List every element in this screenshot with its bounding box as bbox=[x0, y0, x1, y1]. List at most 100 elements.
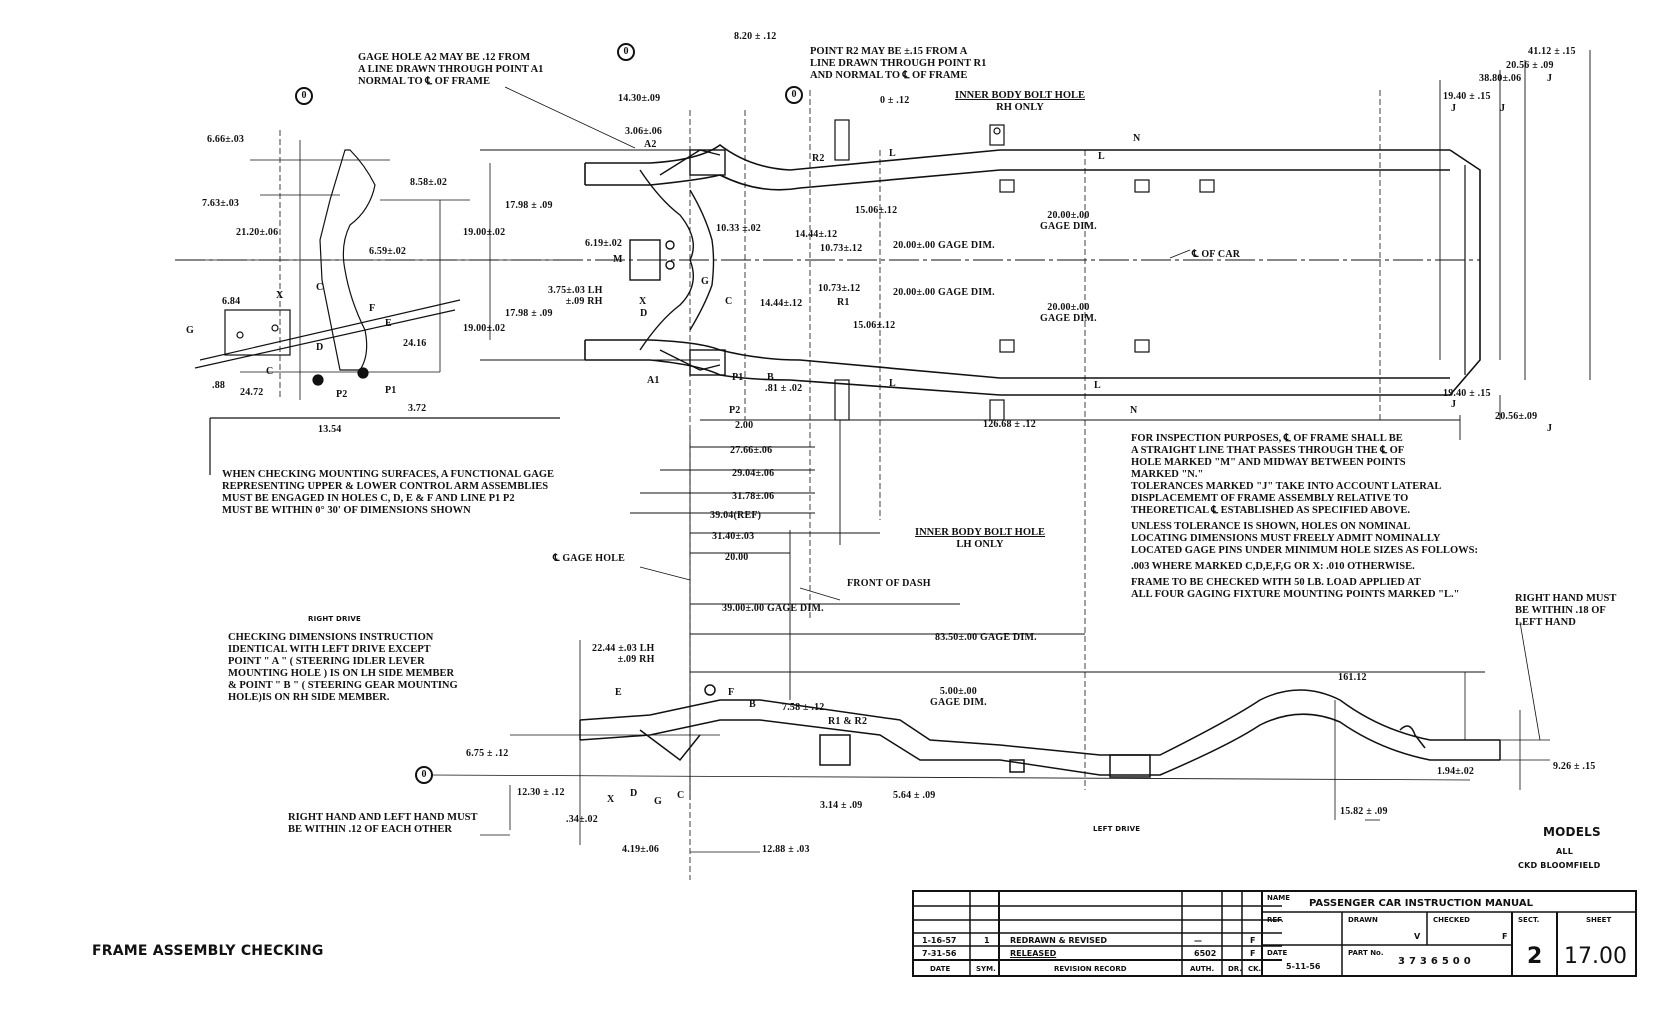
tb-header-ck: CK. bbox=[1248, 965, 1262, 973]
tb-header-record: REVISION RECORD bbox=[1054, 965, 1127, 973]
dim-15-82: 15.82 ± .09 bbox=[1340, 806, 1388, 817]
front-of-dash-label: FRONT OF DASH bbox=[847, 578, 931, 589]
dim-27-66: 27.66±.06 bbox=[730, 445, 773, 456]
tb-name-label: NAME bbox=[1267, 894, 1291, 902]
point-p1-top: P1 bbox=[732, 372, 744, 383]
point-b-top: B bbox=[767, 372, 774, 383]
note-line: IDENTICAL WITH LEFT DRIVE EXCEPT bbox=[228, 644, 431, 655]
tb-drawn-value: V bbox=[1414, 932, 1421, 941]
point-d-top: D bbox=[640, 308, 648, 319]
note-line: AND NORMAL TO ℄ OF FRAME bbox=[810, 70, 968, 81]
dim-0-34: .34±.02 bbox=[566, 814, 598, 825]
point-x-top: X bbox=[639, 296, 647, 307]
point-e-side: E bbox=[615, 687, 622, 698]
car-centerline-label: ℄ OF CAR bbox=[1192, 249, 1241, 260]
point-g-side: G bbox=[654, 796, 662, 807]
dim-line: 3.75±.03 LH bbox=[548, 285, 603, 296]
point-c-side: C bbox=[677, 790, 685, 801]
point-f-side: F bbox=[728, 687, 735, 698]
tol-j-1: J bbox=[1500, 103, 1506, 114]
dim-39-04-ref: 39.04(REF) bbox=[710, 510, 762, 521]
dim-5-64: 5.64 ± .09 bbox=[893, 790, 936, 801]
dim-24-16: 24.16 bbox=[403, 338, 427, 349]
tol-j-4: J bbox=[1451, 399, 1457, 410]
note-line: NORMAL TO ℄ OF FRAME bbox=[358, 76, 490, 87]
tb-date-value: 5-11-56 bbox=[1286, 962, 1321, 971]
note-line: POINT R2 MAY BE ±.15 FROM A bbox=[810, 46, 968, 57]
note-right-drive: CHECKING DIMENSIONS INSTRUCTION IDENTICA… bbox=[228, 632, 458, 704]
dim-19-00-lower: 19.00±.02 bbox=[463, 323, 506, 334]
note-line: POINT " A " ( STEERING IDLER LEVER bbox=[228, 656, 425, 667]
tb-header-date: DATE bbox=[930, 965, 951, 973]
note-line: CHECKING DIMENSIONS INSTRUCTION bbox=[228, 632, 434, 643]
dim-line: ±.09 RH bbox=[565, 296, 603, 307]
tol-j-5: J bbox=[1547, 423, 1553, 434]
dim-24-72: 24.72 bbox=[240, 387, 264, 398]
dim-14-44-upper: 14.44±.12 bbox=[795, 229, 838, 240]
dim-10-73-upper: 10.73±.12 bbox=[820, 243, 863, 254]
note-line: LINE DRAWN THROUGH POINT R1 bbox=[810, 58, 987, 69]
dim-20-00-lower: 20.00±.00 GAGE DIM. bbox=[893, 287, 995, 298]
dim-3-72: 3.72 bbox=[408, 403, 427, 414]
dim-line: 22.44 ±.03 LH bbox=[592, 643, 655, 654]
point-g-top: G bbox=[701, 276, 709, 287]
dim-20-56-top: 20.56 ± .09 bbox=[1506, 60, 1554, 71]
note-rh-lh-12: RIGHT HAND AND LEFT HAND MUST BE WITHIN … bbox=[288, 812, 478, 836]
note-line: A LINE DRAWN THROUGH POINT A1 bbox=[358, 64, 544, 75]
dim-12-88: 12.88 ± .03 bbox=[762, 844, 810, 855]
tol-j-2: J bbox=[1547, 73, 1553, 84]
dim-6-75: 6.75 ± .12 bbox=[466, 748, 509, 759]
gage-hole-label: ℄ GAGE HOLE bbox=[553, 553, 625, 564]
point-d-side: D bbox=[630, 788, 638, 799]
dim-9-26: 9.26 ± .15 bbox=[1553, 761, 1596, 772]
point-c-top: C bbox=[725, 296, 733, 307]
dim-19-40-top: 19.40 ± .15 bbox=[1443, 91, 1491, 102]
point-f-detail: F bbox=[369, 303, 376, 314]
dim-1-94: 1.94±.02 bbox=[1437, 766, 1475, 777]
dim-83-50: 83.50±.00 GAGE DIM. bbox=[935, 632, 1037, 643]
tb-ref-label: REF. bbox=[1267, 916, 1284, 924]
note-line: WHEN CHECKING MOUNTING SURFACES, A FUNCT… bbox=[222, 469, 555, 480]
note-line: LH ONLY bbox=[956, 539, 1004, 550]
dim-8-58: 8.58±.02 bbox=[410, 177, 448, 188]
models-value: ALL bbox=[1556, 847, 1573, 856]
tb-sect-value: 2 bbox=[1527, 944, 1543, 969]
note-line: MOUNTING HOLE ) IS ON LH SIDE MEMBER bbox=[228, 668, 455, 679]
dim-17-98-lower: 17.98 ± .09 bbox=[505, 308, 553, 319]
dim-3-14: 3.14 ± .09 bbox=[820, 800, 863, 811]
tb-rev1-sym: 1 bbox=[984, 936, 990, 945]
tb-rev2-ck: F bbox=[1250, 949, 1256, 958]
point-m: M bbox=[613, 254, 623, 265]
upper-side-rail bbox=[584, 143, 1450, 191]
dim-22-44: 22.44 ±.03 LH ±.09 RH bbox=[592, 643, 655, 665]
dim-13-54: 13.54 bbox=[318, 424, 342, 435]
note-line: MUST BE WITHIN 0° 30' OF DIMENSIONS SHOW… bbox=[222, 505, 471, 516]
body-brackets bbox=[834, 119, 1215, 421]
dim-line: GAGE DIM. bbox=[930, 697, 987, 708]
note-rh-lh-18: RIGHT HAND MUST BE WITHIN .18 OF LEFT HA… bbox=[1515, 593, 1616, 629]
tb-sheet-label: SHEET bbox=[1586, 916, 1612, 924]
point-r1: R1 bbox=[837, 297, 850, 308]
note-inner-bolt-lh: INNER BODY BOLT HOLE LH ONLY bbox=[915, 527, 1045, 551]
note-point-r2: POINT R2 MAY BE ±.15 FROM A LINE DRAWN T… bbox=[810, 46, 986, 82]
tb-part-label: PART No. bbox=[1348, 949, 1384, 957]
tb-rev1-date: 1-16-57 bbox=[922, 936, 957, 945]
rear-cross-member bbox=[1449, 149, 1481, 396]
note-line: REPRESENTING UPPER & LOWER CONTROL ARM A… bbox=[222, 481, 549, 492]
note-line: BE WITHIN .18 OF bbox=[1515, 605, 1606, 616]
tb-checked-label: CHECKED bbox=[1433, 916, 1470, 924]
tb-part-value: 3736500 bbox=[1398, 956, 1475, 967]
dim-6-66: 6.66±.03 bbox=[207, 134, 245, 145]
tb-rev1-auth: — bbox=[1194, 936, 1202, 945]
note-line: FOR INSPECTION PURPOSES, ℄ OF FRAME SHAL… bbox=[1131, 433, 1403, 444]
dim-14-30: 14.30±.09 bbox=[618, 93, 661, 104]
tb-sect-label: SECT. bbox=[1518, 916, 1540, 924]
dim-31-78: 31.78±.06 bbox=[732, 491, 775, 502]
datum-symbol-top-left: 0 bbox=[617, 43, 635, 61]
dim-6-84: 6.84 bbox=[222, 296, 241, 307]
dim-6-19: 6.19±.02 bbox=[585, 238, 623, 249]
point-e-detail: E bbox=[385, 318, 392, 329]
point-l-upper-right: L bbox=[1098, 151, 1105, 162]
point-c-detail-lower: C bbox=[266, 366, 274, 377]
